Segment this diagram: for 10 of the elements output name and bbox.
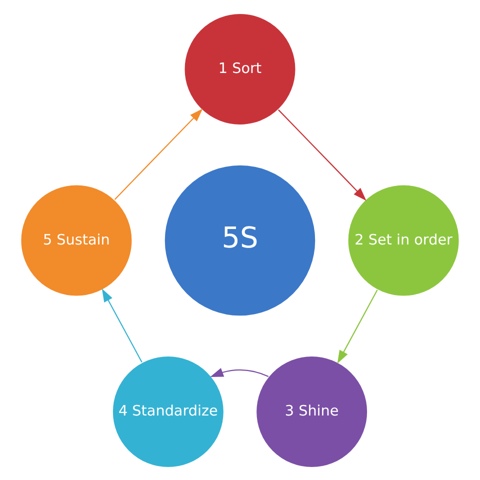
arrow (337, 289, 378, 364)
arrow (102, 288, 142, 362)
arrow (278, 108, 366, 200)
arrow (114, 108, 203, 200)
node-circle: 5 Sustain (20, 184, 133, 296)
arrow (210, 368, 269, 377)
node-circle: 2 Set in order (347, 184, 460, 296)
node-circle: 1 Sort (184, 12, 296, 126)
node-circle: 3 Shine (255, 354, 368, 468)
node-circle: 5S (164, 164, 316, 316)
